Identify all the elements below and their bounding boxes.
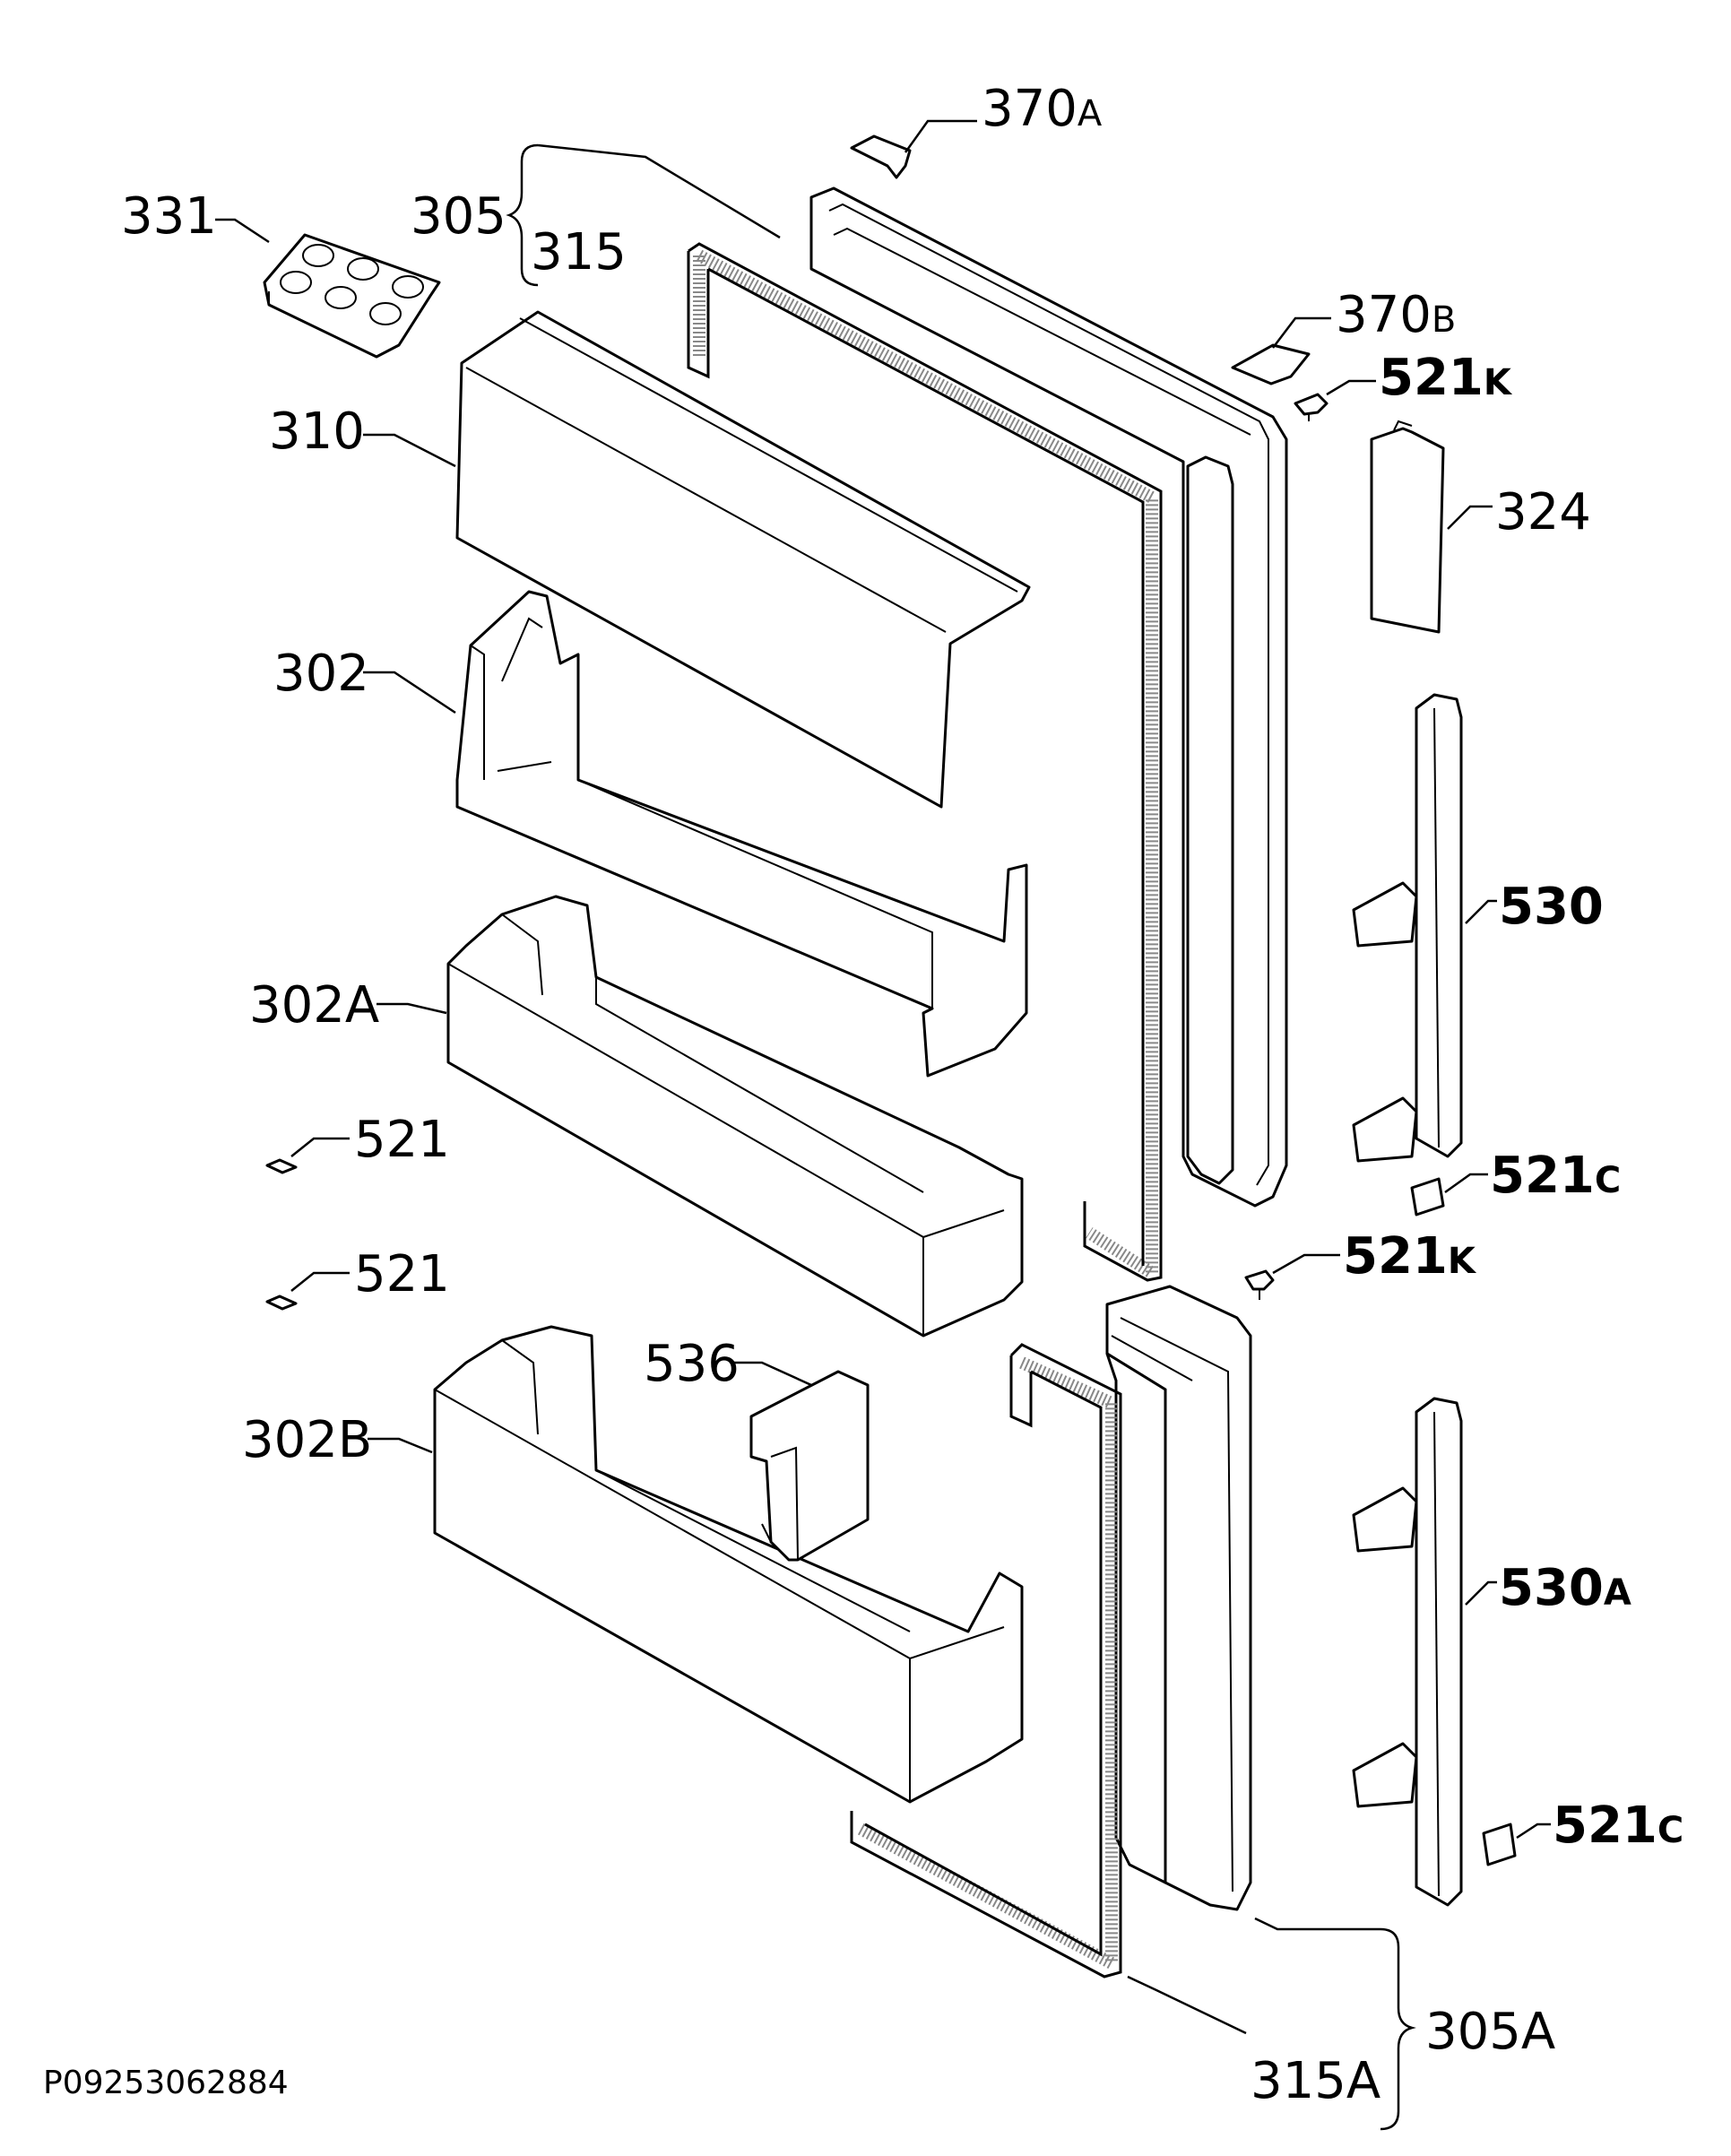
label-305: 305 bbox=[411, 187, 506, 246]
part-521c-bottom-pad bbox=[1482, 1823, 1551, 1866]
part-310-lid bbox=[363, 310, 1031, 809]
label-305a: 305A bbox=[1425, 2003, 1555, 2061]
label-310: 310 bbox=[269, 403, 365, 461]
label-521-b: 521 bbox=[354, 1245, 450, 1303]
part-521c-top-pad bbox=[1410, 1173, 1488, 1217]
label-530a: 530A bbox=[1499, 1559, 1631, 1617]
label-536: 536 bbox=[644, 1335, 740, 1393]
part-530-upper-handle bbox=[1352, 693, 1497, 1163]
label-370a: 370A bbox=[982, 80, 1103, 138]
part-305a-lower-door bbox=[1105, 1285, 1380, 1931]
label-302: 302 bbox=[273, 645, 369, 703]
label-521c-top: 521C bbox=[1490, 1147, 1621, 1205]
label-521k-top: 521K bbox=[1379, 349, 1513, 407]
part-530a-lower-handle bbox=[1352, 1397, 1497, 1907]
part-302b-lower-bin bbox=[368, 1325, 1024, 1804]
label-530: 530 bbox=[1499, 878, 1604, 936]
part-302-upper-bin bbox=[363, 590, 1028, 1078]
part-521k-mid-screw bbox=[1244, 1253, 1340, 1300]
label-302a: 302A bbox=[249, 976, 379, 1035]
part-324-cover bbox=[1370, 420, 1493, 634]
bracket-305 bbox=[506, 143, 781, 287]
part-370a-clip bbox=[850, 119, 977, 179]
part-521-screw-a bbox=[265, 1137, 350, 1174]
label-521c-bottom: 521C bbox=[1553, 1797, 1683, 1855]
part-521k-top-screw bbox=[1294, 379, 1376, 421]
part-315-upper-gasket bbox=[687, 242, 1163, 1285]
label-315a: 315A bbox=[1251, 2052, 1380, 2110]
part-305-upper-door bbox=[809, 186, 1288, 1208]
part-302a-middle-bin bbox=[376, 895, 1024, 1338]
label-315: 315 bbox=[531, 223, 627, 281]
bracket-305a bbox=[1380, 1927, 1416, 2131]
part-331-egg-tray bbox=[215, 218, 441, 359]
part-370b-clip bbox=[1231, 316, 1331, 385]
part-315a-lower-gasket bbox=[850, 1343, 1247, 2035]
label-331: 331 bbox=[121, 187, 217, 246]
label-302b: 302B bbox=[242, 1411, 372, 1469]
label-370b: 370B bbox=[1336, 286, 1456, 344]
part-521-screw-b bbox=[265, 1271, 350, 1311]
label-521k-mid: 521K bbox=[1343, 1227, 1477, 1286]
part-536-insert bbox=[731, 1361, 870, 1562]
label-324: 324 bbox=[1495, 483, 1591, 541]
drawing-code: P09253062884 bbox=[43, 2065, 289, 2101]
label-521-a: 521 bbox=[354, 1111, 450, 1169]
